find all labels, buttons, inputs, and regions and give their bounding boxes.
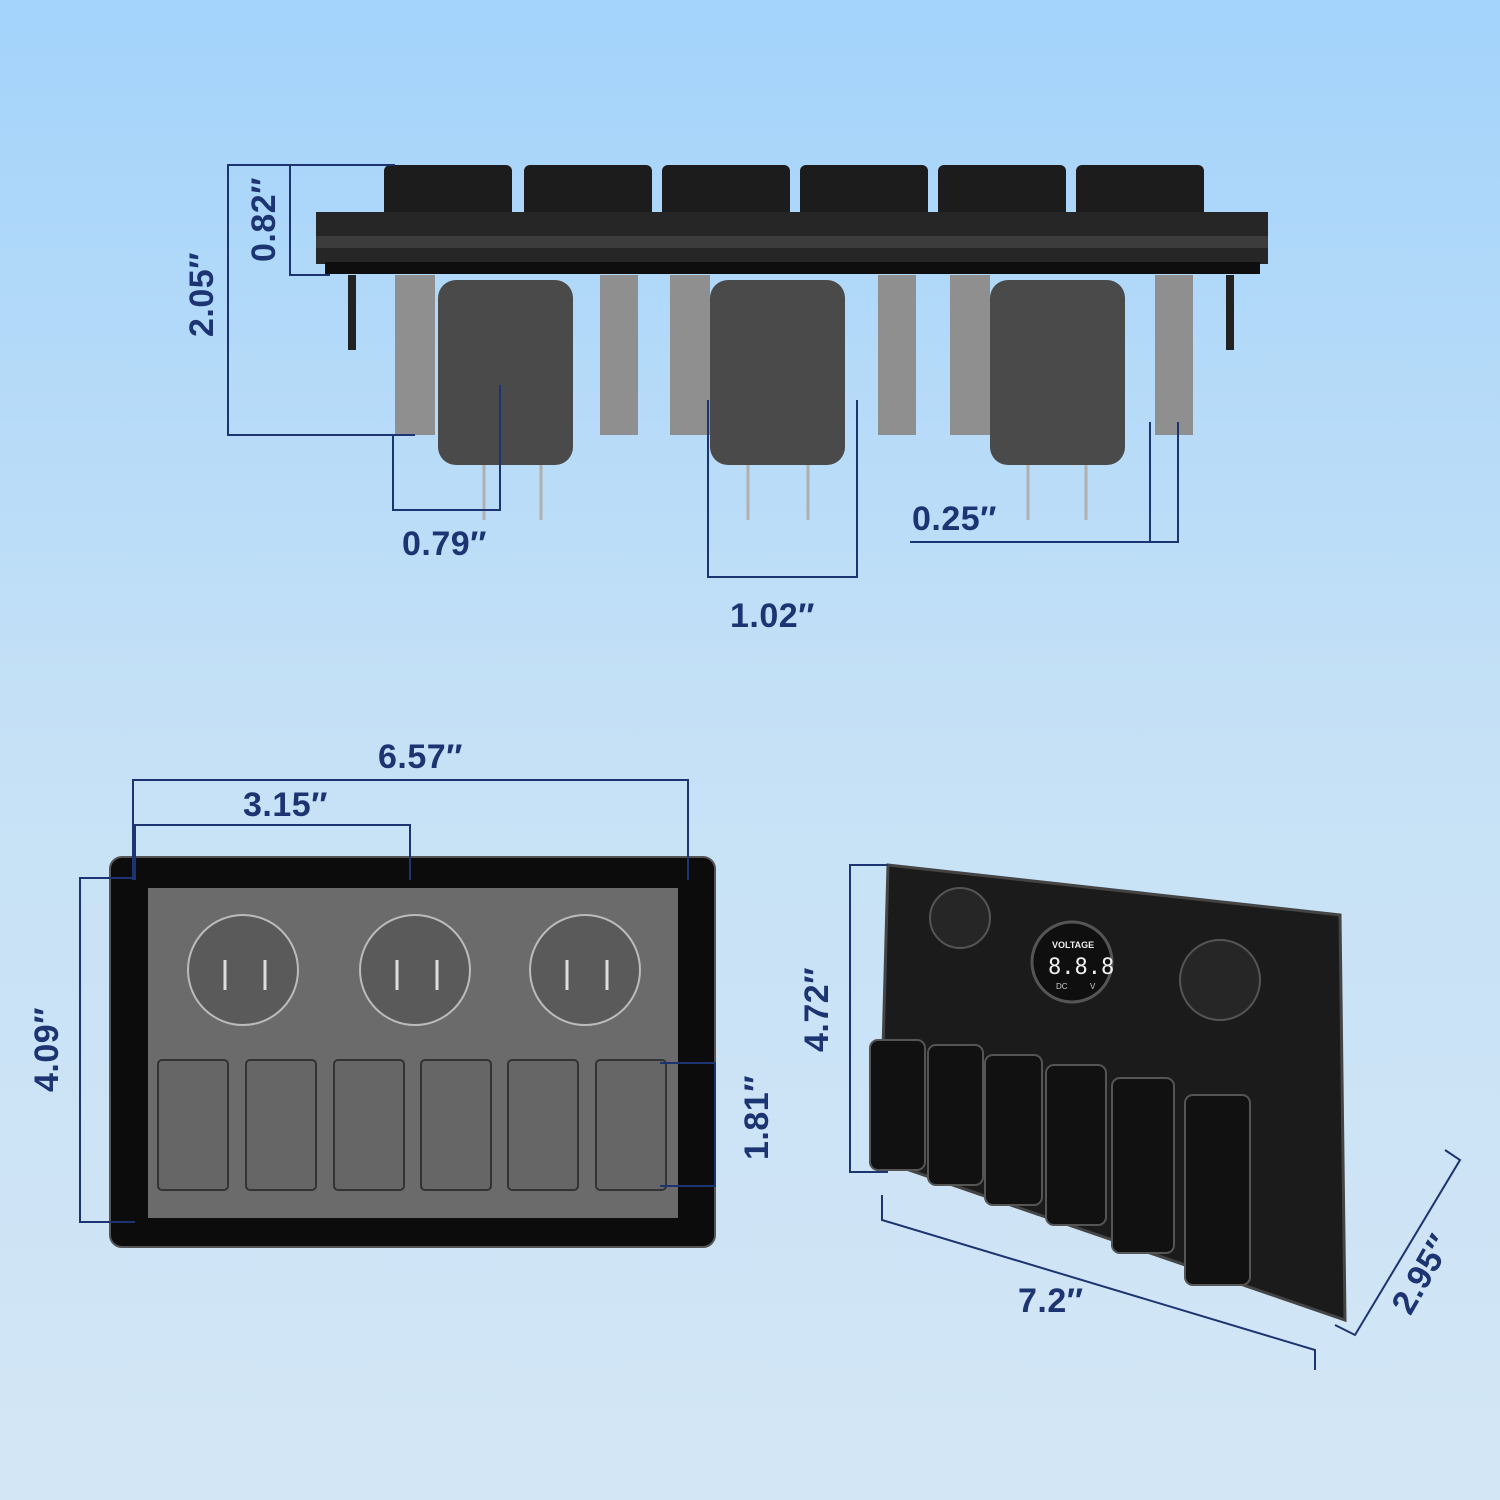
back-view xyxy=(79,779,716,1248)
voltmeter-label: VOLTAGE xyxy=(1052,940,1095,950)
voltmeter-display: 8.8.8 xyxy=(1048,955,1115,980)
voltmeter-unit-dc: DC xyxy=(1056,982,1068,991)
front-view xyxy=(849,863,1462,1370)
dim-back-height: 4.09″ xyxy=(27,1007,66,1092)
dim-terminal-width-b: 0.25″ xyxy=(912,500,997,538)
dim-top-height: 0.82″ xyxy=(244,177,283,262)
dim-socket-width: 1.02″ xyxy=(730,597,815,635)
dim-total-depth: 2.05″ xyxy=(182,252,221,337)
voltmeter-unit-v: V xyxy=(1090,982,1096,991)
side-view xyxy=(227,164,1268,578)
dim-hole-spacing: 3.15″ xyxy=(243,786,328,824)
dim-terminal-width-a: 0.79″ xyxy=(402,525,487,563)
dim-overall-width: 6.57″ xyxy=(378,738,463,776)
dim-front-width: 7.2″ xyxy=(1018,1282,1084,1320)
dim-front-height: 4.72″ xyxy=(797,967,836,1052)
dim-switch-height: 1.81″ xyxy=(737,1075,776,1160)
